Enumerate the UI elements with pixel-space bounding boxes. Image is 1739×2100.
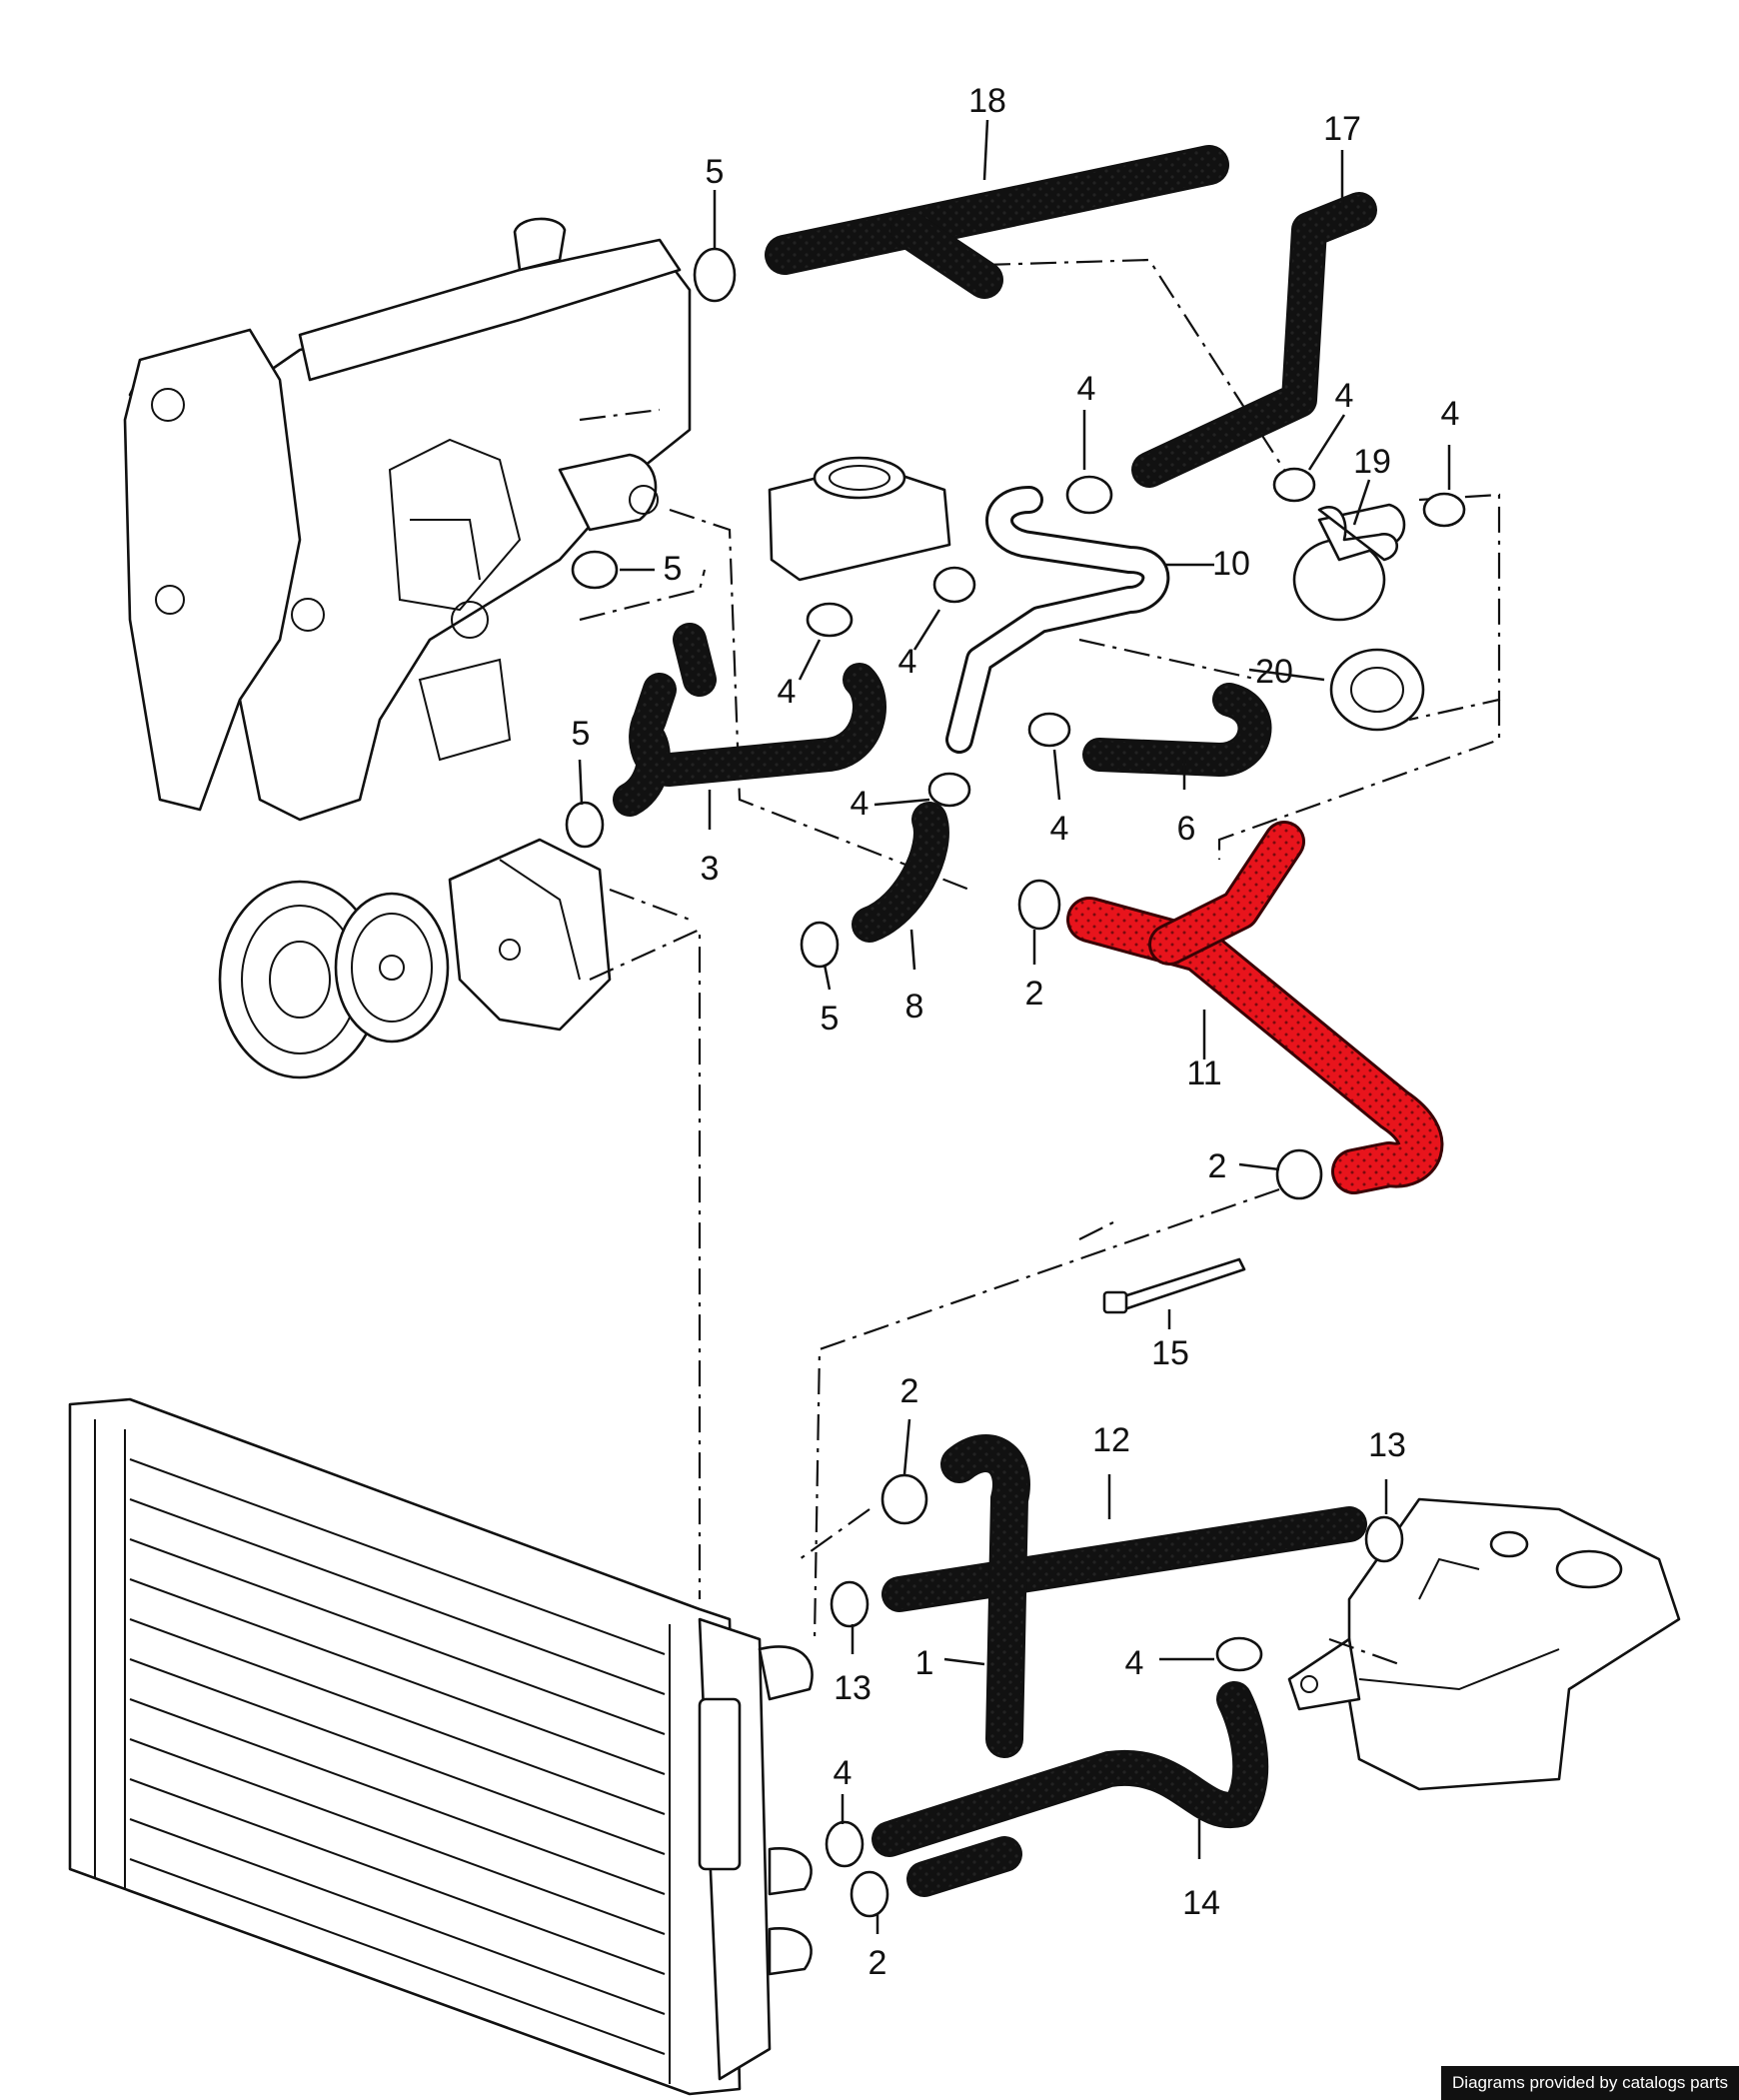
- label-part-1: 1: [915, 1644, 934, 1682]
- label-part-12: 12: [1092, 1421, 1130, 1459]
- label-part-2: 2: [900, 1372, 919, 1410]
- label-part-4: 4: [1077, 370, 1096, 408]
- hose-11-highlighted[interactable]: [1066, 821, 1444, 1194]
- label-part-4: 4: [1050, 810, 1069, 848]
- leader-lines: [578, 119, 1451, 1934]
- label-part-5: 5: [821, 1000, 840, 1038]
- label-part-10: 10: [1212, 545, 1250, 583]
- label-part-14: 14: [1182, 1884, 1220, 1922]
- label-part-2: 2: [869, 1944, 887, 1982]
- label-part-5: 5: [572, 715, 591, 753]
- radiator-fins: [129, 1458, 666, 2055]
- radiator: [68, 1397, 814, 2096]
- label-part-8: 8: [905, 988, 924, 1026]
- label-part-3: 3: [701, 850, 720, 888]
- label-part-4: 4: [1125, 1644, 1144, 1682]
- label-part-4: 4: [778, 673, 797, 711]
- expansion-tank: [1287, 1497, 1681, 1791]
- label-part-4: 4: [1335, 377, 1354, 415]
- diagram-credit: Diagrams provided by catalogs parts: [1441, 2066, 1739, 2100]
- hoses: [613, 145, 1377, 1897]
- engine-block: [123, 217, 692, 1079]
- label-part-15: 15: [1151, 1334, 1189, 1372]
- label-part-6: 6: [1177, 810, 1196, 848]
- label-part-18: 18: [968, 82, 1006, 120]
- brake-reservoir: [768, 456, 951, 582]
- part-labels: 18 17 5 4 4 19 4 5 10 4 4 20 5 3 6 4 4 2…: [572, 82, 1460, 1982]
- label-part-4: 4: [851, 785, 870, 823]
- connection-lines: [579, 258, 1501, 1666]
- label-part-17: 17: [1323, 110, 1361, 148]
- label-part-4: 4: [834, 1754, 853, 1792]
- hose-clamps: [565, 247, 1466, 1918]
- label-part-19: 19: [1353, 443, 1391, 481]
- label-part-4: 4: [898, 643, 917, 681]
- label-part-2: 2: [1025, 975, 1044, 1013]
- label-part-5: 5: [664, 550, 683, 588]
- label-part-20: 20: [1255, 653, 1293, 691]
- label-part-4: 4: [1441, 395, 1460, 433]
- label-part-11: 11: [1186, 1054, 1221, 1092]
- label-part-2: 2: [1208, 1147, 1227, 1185]
- label-part-5: 5: [706, 153, 725, 191]
- label-part-13: 13: [834, 1669, 871, 1707]
- label-part-13: 13: [1368, 1426, 1406, 1464]
